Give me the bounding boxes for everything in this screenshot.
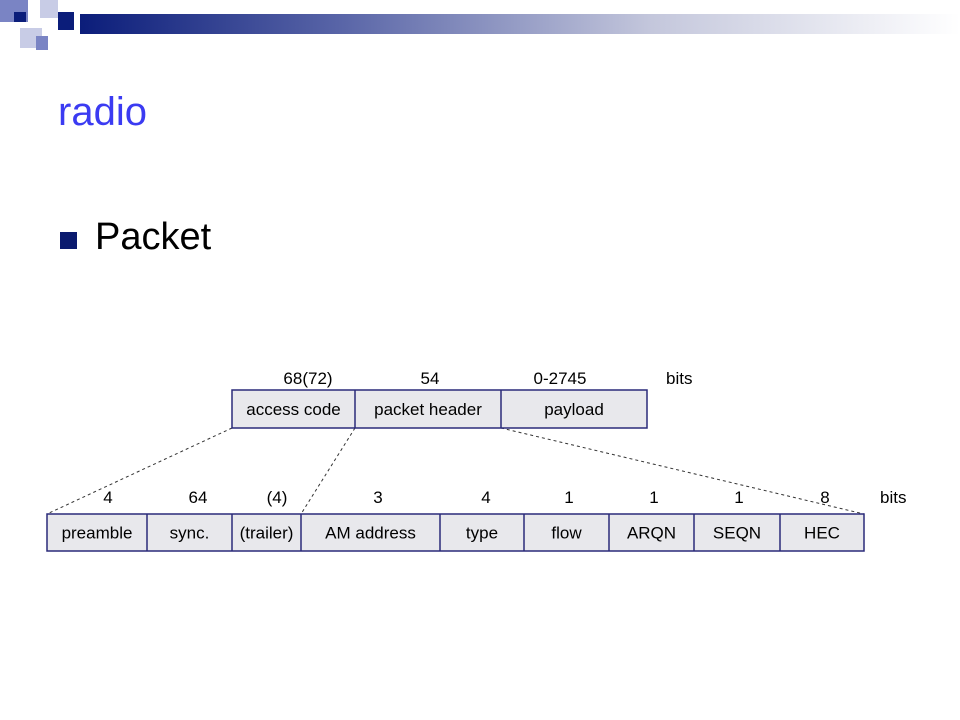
deco-square <box>36 36 48 50</box>
expansion-line <box>300 427 356 515</box>
expansion-line <box>500 427 865 515</box>
expansion-line <box>46 427 233 515</box>
bottom-bit-count: 4 <box>103 488 112 507</box>
bottom-bit-count: 4 <box>481 488 490 507</box>
expansion-lines <box>46 427 865 515</box>
bottom-field-label: (trailer) <box>240 524 294 543</box>
bottom-field-label: sync. <box>170 524 210 543</box>
bottom-field-label: ARQN <box>627 524 676 543</box>
top-field-label: payload <box>544 400 604 419</box>
bottom-field-label: preamble <box>62 524 133 543</box>
bullet-square-icon <box>60 232 77 249</box>
top-bit-count: 54 <box>421 369 440 388</box>
top-field-label: access code <box>246 400 341 419</box>
bottom-bit-count: 1 <box>734 488 743 507</box>
top-field-label: packet header <box>374 400 482 419</box>
bottom-field-label: SEQN <box>713 524 761 543</box>
bottom-bit-count: 64 <box>189 488 208 507</box>
deco-square <box>40 0 58 18</box>
bottom-field-label: HEC <box>804 524 840 543</box>
bottom-field-label: type <box>466 524 498 543</box>
bottom-bit-count: 8 <box>820 488 829 507</box>
deco-square <box>58 12 74 30</box>
bottom-bit-count: 3 <box>373 488 382 507</box>
top-bit-count: 0-2745 <box>534 369 587 388</box>
top-outline <box>231 389 648 429</box>
bottom-bit-count: (4) <box>267 488 288 507</box>
top-packet-row: access code 68(72) packet header 54 payload 0… <box>231 369 692 429</box>
bottom-packet-row: preamble 4 sync. 64 (trailer) (4) AM address 3 t… <box>46 488 906 552</box>
deco-square <box>14 12 26 22</box>
bottom-field-label: AM address <box>325 524 416 543</box>
bullet-text: Packet <box>95 216 212 258</box>
top-bit-count: 68(72) <box>283 369 332 388</box>
bottom-outline <box>46 513 865 552</box>
bottom-bit-count: 1 <box>564 488 573 507</box>
bottom-bit-count: 1 <box>649 488 658 507</box>
bottom-bits-unit: bits <box>880 488 906 507</box>
bottom-field-label: flow <box>551 524 582 543</box>
top-bits-unit: bits <box>666 369 692 388</box>
header-gradient-band <box>80 14 960 34</box>
slide-title: radio <box>58 90 147 134</box>
